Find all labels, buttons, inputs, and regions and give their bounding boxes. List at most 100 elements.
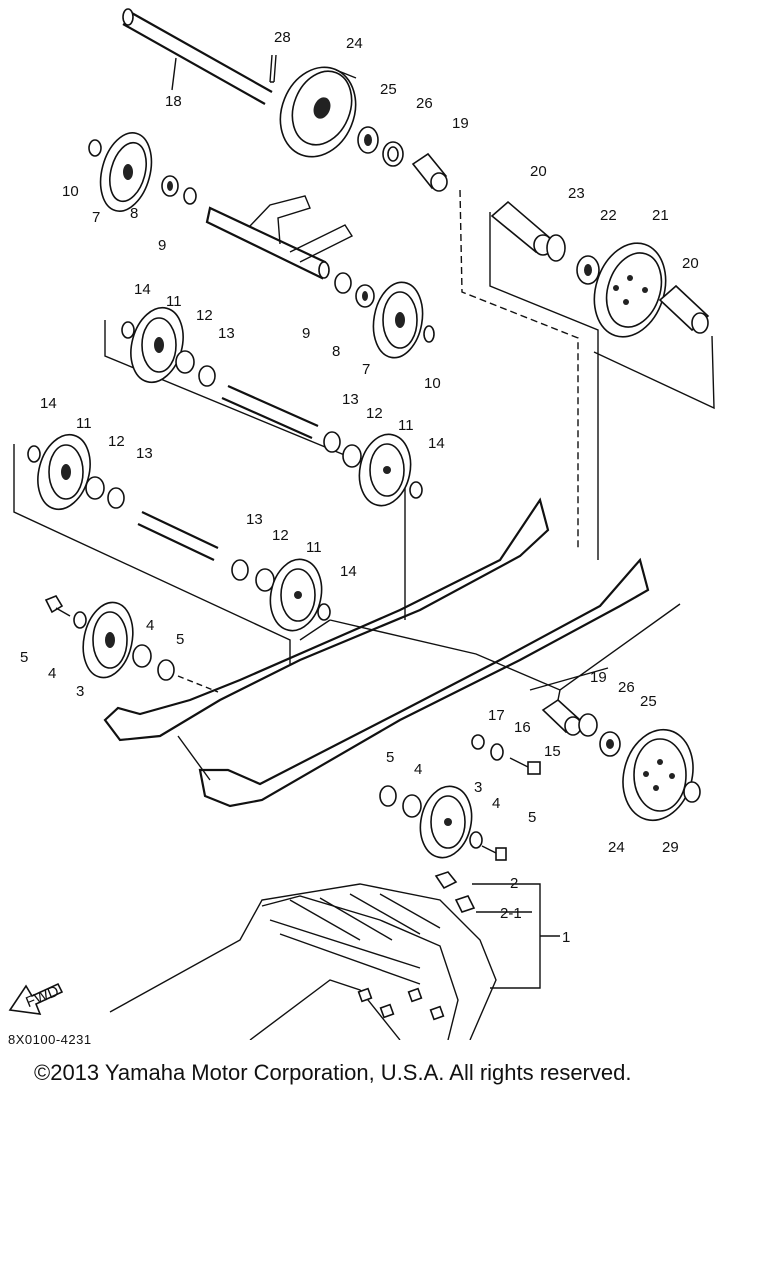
callout-27-top: 26 (416, 95, 433, 112)
wheel-12-b (358, 433, 412, 507)
callout-12-a: 11 (166, 293, 182, 310)
pin-29 (269, 54, 277, 83)
collar-15-b (409, 481, 423, 499)
bearing-13-a (175, 350, 195, 374)
callout-21-lower: 20 (682, 255, 699, 272)
callout-20-lower: 19 (590, 669, 607, 686)
callout-14-b: 13 (342, 391, 359, 408)
callout-8-lower: 7 (362, 361, 370, 378)
callout-25-lower: 24 (608, 839, 625, 856)
collar-10-lower (334, 272, 352, 294)
collar-14-c (107, 487, 125, 509)
callout-22: 21 (652, 207, 669, 224)
wheel-12-d (269, 558, 323, 632)
callout-12-b: 11 (398, 417, 414, 434)
callout-13-d: 12 (272, 527, 289, 544)
bolt-16 (509, 757, 541, 775)
collar-10-upper (183, 187, 197, 205)
forward-direction-arrow: FWD (8, 983, 64, 1015)
bearing-4-right (402, 794, 422, 818)
collar-5-right (379, 785, 397, 807)
callout-10-lower: 9 (302, 325, 310, 342)
shaft-a (221, 384, 319, 440)
shaft-b (137, 511, 219, 561)
collar-24 (546, 234, 566, 262)
collar-27-top (382, 141, 404, 167)
callout-26-top: 25 (380, 81, 397, 98)
callout-26-lower: 25 (640, 693, 657, 710)
bearing-9-lower (355, 284, 375, 308)
callout-20-top: 19 (452, 115, 469, 132)
callout-29: 28 (274, 29, 291, 46)
washer-6-right (469, 831, 483, 849)
drive-track-1 (109, 883, 497, 1040)
callout-18: 17 (488, 707, 505, 724)
spacer-21-upper (490, 200, 553, 256)
collar-14-b (323, 431, 341, 453)
washer-17 (490, 743, 504, 761)
spacer-21-lower (658, 284, 710, 334)
callout-1: 1 (562, 929, 570, 946)
collar-15-d (317, 603, 331, 621)
callout-14-a: 13 (218, 325, 235, 342)
suspension-arm (205, 195, 354, 280)
bearing-26-top (357, 126, 379, 154)
spacer-20-lower (541, 698, 582, 736)
wheel-25-top (279, 66, 357, 158)
collar-5-left (157, 659, 175, 681)
bearing-23 (576, 255, 600, 285)
callout-8-upper: 7 (92, 209, 100, 226)
exploded-parts-diagram: FWD 28 24 18 25 26 19 10 7 8 9 20 23 22 … (8, 8, 715, 1040)
callout-28: 29 (662, 839, 679, 856)
bearing-13-b (342, 444, 362, 468)
document-id: 8X0100-4231 (8, 1032, 92, 1047)
callout-4-left: 4 (146, 617, 154, 634)
wheel-12-c (37, 433, 91, 511)
cap-11-lower (423, 325, 435, 343)
wheel-3-right (419, 785, 473, 859)
collar-14-a (198, 365, 216, 387)
callout-3-left: 3 (76, 683, 84, 700)
callout-13-b: 12 (366, 405, 383, 422)
callout-7-left: 5 (20, 649, 28, 666)
callout-5-left: 5 (176, 631, 184, 648)
collar-14-d (231, 559, 249, 581)
collar-27-lower (578, 713, 598, 737)
callout-21-upper: 20 (530, 163, 547, 180)
callout-6-right: 4 (492, 795, 500, 812)
callout-25-top: 24 (346, 35, 363, 52)
collar-15-a (121, 321, 135, 339)
callout-12-c: 11 (76, 415, 92, 432)
callout-9-lower: 8 (332, 343, 340, 360)
callout-15-d: 14 (340, 563, 357, 580)
wheel-12-a (130, 306, 184, 384)
callout-15-a: 14 (134, 281, 151, 298)
track-clip-2-1 (454, 895, 476, 913)
collar-15-c (27, 445, 41, 463)
callout-19: 18 (165, 93, 182, 110)
part-callouts: 28 24 18 25 26 19 10 7 8 9 20 23 22 21 2… (20, 29, 699, 946)
copyright-notice: ©2013 Yamaha Motor Corporation, U.S.A. A… (34, 1060, 632, 1085)
wheel-25-lower (622, 728, 694, 822)
washer-6-left (73, 611, 87, 629)
callout-11-upper: 10 (62, 183, 79, 200)
callout-16: 15 (544, 743, 561, 760)
bolt-7-right (481, 845, 507, 861)
callout-2: 2 (510, 875, 518, 892)
callout-27-lower: 26 (618, 679, 635, 696)
callout-12-d: 11 (306, 539, 322, 556)
callout-7-right: 5 (528, 809, 536, 826)
callout-10-upper: 9 (158, 237, 166, 254)
bearing-9-upper (161, 175, 179, 197)
wheel-8-upper (99, 132, 153, 212)
bearing-13-c (85, 476, 105, 500)
wheel-3-left (82, 601, 134, 679)
bolt-7-left (44, 595, 71, 617)
callout-13-a: 12 (196, 307, 213, 324)
shaft-19 (122, 8, 273, 105)
callout-14-d: 13 (246, 511, 263, 528)
callout-23: 22 (600, 207, 617, 224)
wheel-8-lower (372, 281, 424, 359)
cap-11-upper (88, 139, 102, 157)
callout-14-c: 13 (136, 445, 153, 462)
